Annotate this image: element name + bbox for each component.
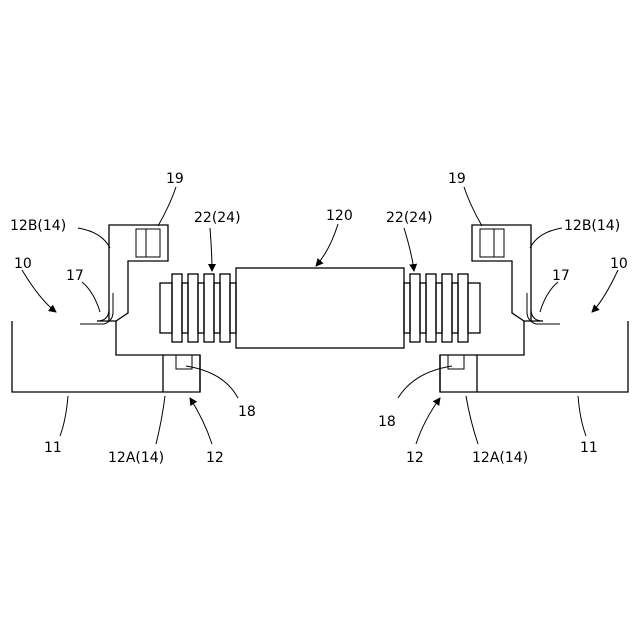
label-12a-right: 12A(14): [472, 450, 528, 466]
label-12a-left: 12A(14): [108, 450, 164, 466]
label-18-left: 18: [238, 404, 256, 420]
left-spring-17: [80, 293, 113, 324]
label-120: 120: [326, 208, 353, 224]
right-spring-17: [527, 293, 560, 324]
label-12-left: 12: [206, 450, 224, 466]
label-17-right: 17: [552, 268, 570, 284]
right-latch-19: [480, 229, 504, 257]
label-11-left: 11: [44, 440, 62, 456]
label-12-right: 12: [406, 450, 424, 466]
label-10-right: 10: [610, 256, 628, 272]
label-11-right: 11: [580, 440, 598, 456]
left-holder-12a: [163, 355, 200, 392]
right-holder-12b: [472, 225, 531, 321]
right-holder-12a: [440, 355, 477, 392]
label-22-left: 22(24): [194, 210, 241, 226]
label-19-right: 19: [448, 171, 466, 187]
label-12b-right: 12B(14): [564, 218, 620, 234]
left-holder-12b: [109, 225, 168, 321]
center-cable: [160, 268, 480, 348]
label-17-left: 17: [66, 268, 84, 284]
label-19-left: 19: [166, 171, 184, 187]
label-18-right: 18: [378, 414, 396, 430]
cable-body-120: [236, 268, 404, 348]
label-22-right: 22(24): [386, 210, 433, 226]
label-12b-left: 12B(14): [10, 218, 66, 234]
right-catch-18: [448, 355, 464, 369]
left-latch-19: [136, 229, 160, 257]
label-10-left: 10: [14, 256, 32, 272]
